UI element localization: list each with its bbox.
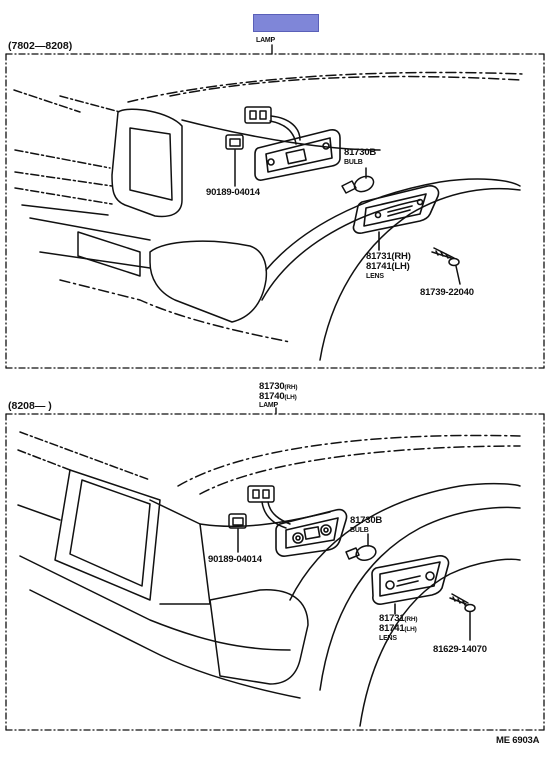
bottom-lamp-part-rh: 81730(RH) bbox=[259, 381, 298, 392]
bottom-lens-part-lh: 81741(LH) bbox=[379, 623, 417, 634]
footer-code: ME 6903A bbox=[496, 735, 540, 746]
top-lens-part-lh: 81741(LH) bbox=[366, 261, 410, 272]
bottom-lens bbox=[371, 555, 450, 615]
bottom-bulb-part: 81730B bbox=[350, 515, 383, 526]
bottom-clip bbox=[228, 513, 247, 553]
bottom-bulb-name: BULB bbox=[350, 527, 369, 534]
bottom-lamp-part-lh: 81740(LH) bbox=[259, 391, 297, 402]
top-car-body bbox=[13, 71, 523, 361]
bottom-connector bbox=[247, 485, 291, 529]
bottom-section-frame bbox=[5, 413, 545, 731]
bottom-period-label: (8208— ) bbox=[8, 400, 52, 412]
bottom-clip-part: 90189-04014 bbox=[208, 554, 262, 565]
top-bulb-name: BULB bbox=[344, 159, 363, 166]
bottom-bulb bbox=[345, 533, 377, 561]
bottom-lamp-name: LAMP bbox=[259, 402, 279, 409]
bottom-screw-part: 81629-14070 bbox=[433, 644, 487, 655]
bottom-lens-name: LENS bbox=[379, 635, 397, 642]
top-lens bbox=[352, 185, 440, 251]
top-screw-part: 81739-22040 bbox=[420, 287, 474, 298]
bottom-screw bbox=[449, 593, 476, 641]
top-lens-name: LENS bbox=[366, 273, 384, 280]
top-bulb bbox=[341, 167, 375, 194]
top-screw bbox=[431, 247, 461, 285]
top-lamp-name: LAMP bbox=[256, 37, 276, 44]
top-clip bbox=[225, 134, 244, 187]
top-lens-part-rh: 81731(RH) bbox=[366, 251, 411, 262]
bottom-lens-part-rh: 81731(RH) bbox=[379, 613, 418, 624]
top-clip-part: 90189-04014 bbox=[206, 187, 260, 198]
top-connector bbox=[244, 106, 301, 145]
bottom-lamp-housing bbox=[275, 508, 348, 557]
top-period-label: (7802—8208) bbox=[8, 40, 73, 52]
top-bulb-part: 81730B bbox=[344, 147, 377, 158]
highlight-tag bbox=[253, 14, 319, 32]
top-section-frame bbox=[5, 53, 545, 369]
top-lamp-housing bbox=[254, 129, 341, 181]
